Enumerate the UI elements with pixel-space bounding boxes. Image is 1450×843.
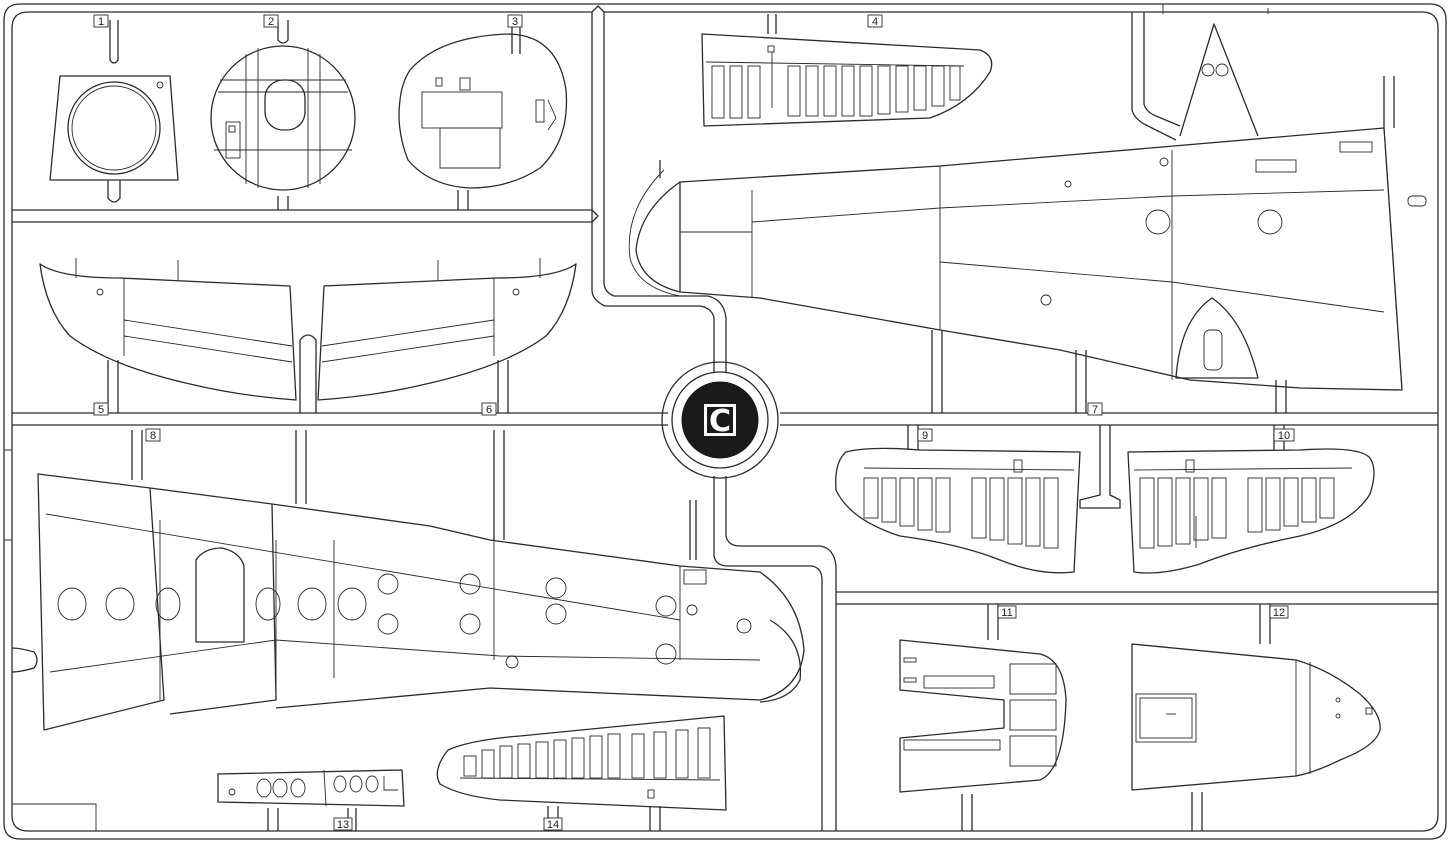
runners (12, 12, 1438, 831)
part-number-11: 11 (1001, 607, 1012, 619)
part-number-5: 5 (98, 404, 104, 416)
sprue-frame (3, 3, 1447, 840)
part-6 (299, 258, 577, 413)
part-12 (1131, 604, 1381, 831)
part-number-labels: 1 2 3 4 5 6 7 8 9 10 11 12 13 14 (93, 14, 1295, 831)
part-number-13: 13 (337, 819, 349, 831)
part-number-4: 4 (872, 16, 878, 28)
part-7 (628, 12, 1427, 413)
part-2 (210, 20, 356, 210)
sprue-letter: C (709, 404, 731, 439)
part-1 (49, 20, 179, 203)
part-number-6: 6 (486, 404, 492, 416)
part-9 (835, 425, 1081, 574)
part-number-10: 10 (1278, 430, 1290, 442)
part-11 (899, 604, 1067, 831)
part-10 (1127, 425, 1375, 574)
sprue-letter-badge: C (661, 361, 779, 479)
part-3 (398, 20, 568, 210)
part-4 (701, 14, 993, 127)
part-number-14: 14 (547, 819, 559, 831)
part-number-2: 2 (268, 16, 274, 28)
part-5 (39, 258, 297, 413)
part-number-1: 1 (98, 16, 104, 28)
part-number-8: 8 (150, 430, 156, 442)
part-8 (37, 430, 805, 731)
part-number-12: 12 (1273, 607, 1285, 619)
part-number-3: 3 (512, 16, 518, 28)
part-number-7: 7 (1092, 404, 1098, 416)
part-13 (217, 769, 405, 831)
part-number-9: 9 (922, 430, 928, 442)
part-14 (436, 715, 727, 831)
